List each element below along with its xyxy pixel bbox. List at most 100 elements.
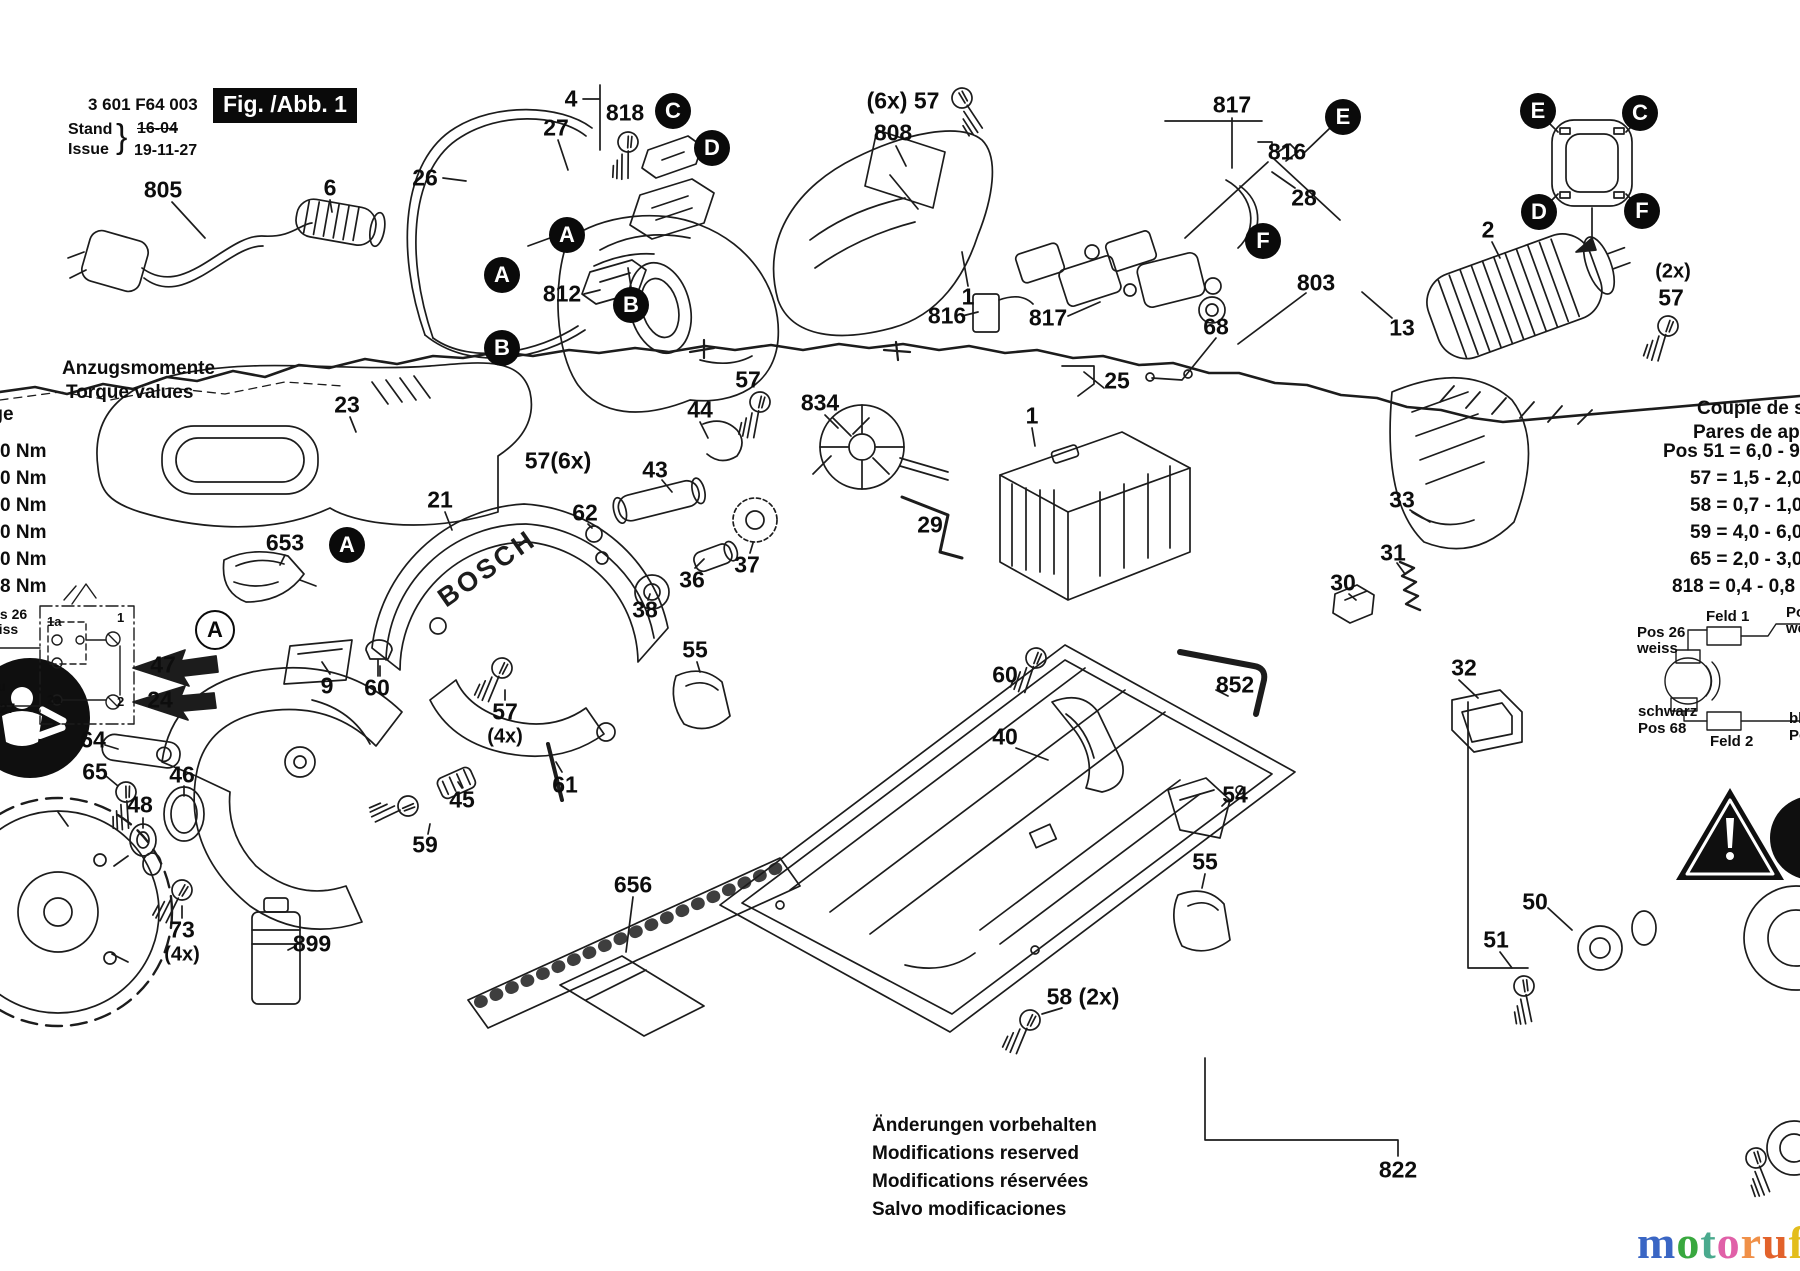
wiring-label: 2a bbox=[47, 692, 62, 707]
part-label-653: 653 bbox=[265, 529, 305, 556]
wiring-label: Pos bbox=[1786, 604, 1800, 621]
part-label-38: 38 bbox=[632, 596, 658, 623]
part-label-60: 60 bbox=[364, 674, 390, 701]
wiring-label: Feld 2 bbox=[1710, 733, 1754, 750]
wiring-right-sketch bbox=[1664, 623, 1800, 731]
figure-label: Fig. /Abb. 1 bbox=[213, 88, 357, 123]
wiring-label: 1 bbox=[117, 610, 125, 625]
part-label-55: 55 bbox=[1192, 848, 1218, 875]
spindle-parts-sketch bbox=[585, 388, 781, 610]
power-plug-sketch bbox=[67, 201, 313, 293]
part-label-26: 26 bbox=[412, 164, 438, 191]
part-label-43: 43 bbox=[642, 456, 668, 483]
stand-label: Stand bbox=[68, 121, 113, 138]
torque-row-right: 59 = 4,0 - 6,0 Nm bbox=[1690, 522, 1800, 543]
part-label-47: 47 bbox=[150, 651, 176, 678]
screw-57-2x bbox=[1635, 313, 1686, 365]
leader-2 bbox=[1491, 241, 1501, 259]
wiring-label: blau bbox=[1789, 710, 1800, 727]
wiring-label: Pos bbox=[1789, 727, 1800, 744]
housing-right-sketch bbox=[772, 129, 994, 337]
watermark-letter: f bbox=[1788, 1217, 1800, 1268]
callout-A: A bbox=[484, 257, 520, 293]
note-line: Salvo modificaciones bbox=[872, 1199, 1067, 1220]
safety-arrows bbox=[132, 649, 219, 721]
part-label-582x: 58 (2x) bbox=[1046, 983, 1120, 1010]
part-label-48: 48 bbox=[127, 791, 153, 818]
part-label-54: 54 bbox=[1222, 781, 1248, 808]
torque-row-left: 0 Nm bbox=[0, 468, 47, 489]
endcap-sketch bbox=[1389, 376, 1530, 550]
callout-F: F bbox=[1245, 223, 1281, 259]
part-label-834: 834 bbox=[800, 389, 840, 416]
fan-sketch bbox=[812, 365, 1105, 490]
part-label-13: 13 bbox=[1389, 314, 1415, 341]
part-label-51: 51 bbox=[1483, 926, 1509, 953]
torque-row-right: 58 = 0,7 - 1,0 Nm bbox=[1690, 495, 1800, 516]
wiring-label: Pos 26 bbox=[0, 606, 28, 622]
stator-sketch bbox=[999, 427, 1191, 601]
watermark-logo: motoruf.de bbox=[1637, 1216, 1800, 1269]
part-label-65: 65 bbox=[82, 758, 108, 785]
part-label-59: 59 bbox=[412, 831, 438, 858]
document-part-number: 3 601 F64 003 bbox=[88, 95, 198, 114]
bearing-13-sketch bbox=[1198, 277, 1226, 324]
part-label-40: 40 bbox=[992, 723, 1018, 750]
torque-title-es: Pares de apriete bbox=[1693, 422, 1800, 443]
part-label-4x: (4x) bbox=[487, 725, 523, 748]
note-line: Änderungen vorbehalten bbox=[872, 1115, 1097, 1136]
part-label-899: 899 bbox=[292, 930, 332, 957]
callout-A: A bbox=[549, 217, 585, 253]
part-label-55: 55 bbox=[682, 636, 708, 663]
clamp-55-sketch bbox=[672, 661, 1231, 952]
wiring-label: 2 bbox=[117, 694, 125, 709]
torque-row-left: 8 Nm bbox=[0, 576, 47, 597]
callout-A: A bbox=[195, 610, 235, 650]
torque-title-de: Anzugsmomente bbox=[62, 358, 216, 379]
part-label-30: 30 bbox=[1330, 569, 1356, 596]
issue-date: 19-11-27 bbox=[134, 142, 198, 159]
torque-row-right: Pos 51 = 6,0 - 9,0 Nm bbox=[1663, 441, 1800, 462]
part-label-31: 31 bbox=[1380, 539, 1406, 566]
torque-row-left: 0 Nm bbox=[0, 549, 47, 570]
note-line: Modifications reserved bbox=[872, 1143, 1079, 1164]
issue-label: Issue bbox=[68, 141, 109, 158]
part-label-44: 44 bbox=[687, 396, 713, 423]
part-label-4x: (4x) bbox=[164, 943, 200, 966]
leader-803 bbox=[1237, 291, 1393, 345]
part-label-6: 6 bbox=[323, 174, 337, 201]
torque-title-fr-fragment: rrage bbox=[0, 404, 14, 425]
wiring-label: Pos 68 bbox=[1638, 720, 1687, 737]
callout-B: B bbox=[484, 330, 520, 366]
part-label-9: 9 bbox=[320, 672, 334, 699]
callout-E: E bbox=[1325, 99, 1361, 135]
part-label-46: 46 bbox=[169, 761, 195, 788]
part-label-576x: 57(6x) bbox=[524, 447, 592, 474]
part-label-656: 656 bbox=[613, 871, 653, 898]
part-label-33: 33 bbox=[1389, 486, 1415, 513]
wiring-label: weiss bbox=[1786, 620, 1800, 637]
wiring-label: weiss bbox=[1637, 640, 1678, 657]
cord-sleeve-sketch bbox=[295, 198, 386, 248]
part-label-818: 818 bbox=[605, 99, 645, 126]
part-label-24: 24 bbox=[147, 686, 173, 713]
clamp-653-sketch bbox=[222, 551, 317, 603]
part-label-2: 2 bbox=[1481, 216, 1495, 243]
part-label-1: 1 bbox=[961, 283, 975, 310]
part-label-57: 57 bbox=[735, 366, 761, 393]
callout-C: C bbox=[1622, 95, 1658, 131]
part-label-57: 57 bbox=[492, 698, 518, 725]
part-label-817: 817 bbox=[1028, 304, 1068, 331]
callout-D: D bbox=[1521, 194, 1557, 230]
watermark-letter: u bbox=[1762, 1217, 1789, 1268]
gasket-sketch bbox=[1549, 119, 1635, 253]
part-label-61: 61 bbox=[552, 771, 578, 798]
torque-row-left: 0 Nm bbox=[0, 522, 47, 543]
adjuster-parts bbox=[1003, 645, 1268, 839]
lower-guard-sketch bbox=[161, 666, 403, 930]
part-label-68: 68 bbox=[1203, 313, 1229, 340]
part-label-36: 36 bbox=[679, 566, 705, 593]
